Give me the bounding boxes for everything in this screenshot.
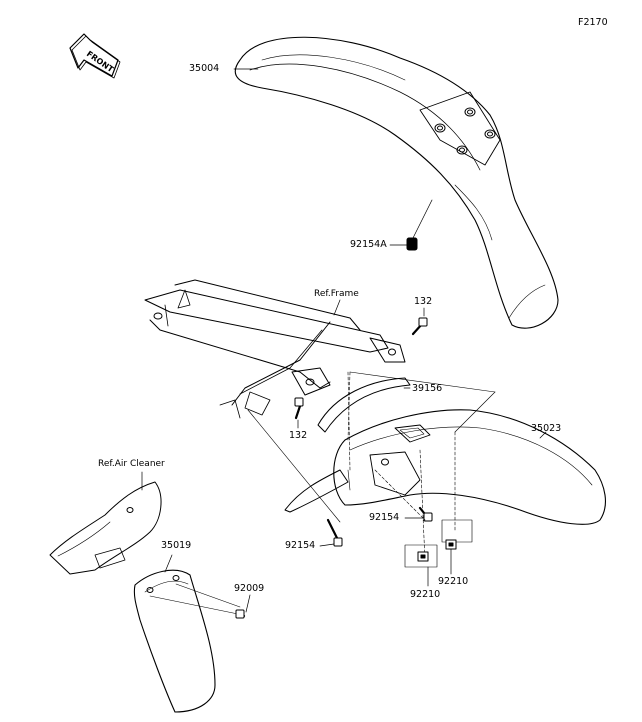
- callout-92210-right: 92210: [438, 576, 469, 587]
- callout-132-bottom: 132: [289, 430, 308, 441]
- callout-132-top: 132: [414, 296, 433, 307]
- strip-39156: [317, 377, 411, 433]
- front-direction-arrow-icon: FRONT: [69, 33, 121, 79]
- callout-35019: 35019: [161, 540, 192, 551]
- callout-ref-air-cleaner: Ref.Air Cleaner: [98, 459, 165, 469]
- bolt-132-bottom-icon: [294, 397, 304, 429]
- bolt-92154-right-icon: [404, 506, 433, 522]
- diagram-id-code: F2170: [578, 17, 608, 28]
- callout-92154a: 92154A: [350, 239, 387, 250]
- callout-92154-right: 92154: [369, 512, 400, 523]
- front-fender-35004: [234, 36, 559, 329]
- callout-92210-left: 92210: [410, 589, 441, 600]
- bolt-132-top-icon: [411, 307, 428, 336]
- assembly-solid-lines: [247, 371, 496, 523]
- bolt-92009-icon: [149, 583, 251, 619]
- frame-subframe: [144, 279, 406, 419]
- mudflap-35019: [133, 554, 216, 713]
- grommet-92154a-icon: [389, 199, 433, 251]
- rear-fender-35023: [284, 409, 606, 525]
- nut-92210-left-icon: [404, 544, 438, 587]
- callout-35004: 35004: [189, 63, 220, 74]
- callout-92154-left: 92154: [285, 540, 316, 551]
- callout-ref-frame: Ref.Frame: [314, 289, 359, 299]
- air-cleaner-housing: [49, 471, 162, 575]
- callout-92009: 92009: [234, 583, 265, 594]
- callout-39156: 39156: [412, 383, 443, 394]
- nut-92210-right-icon: [441, 519, 473, 575]
- bolt-92154-left-icon: [319, 518, 343, 547]
- assembly-guide-lines: [347, 371, 456, 561]
- callout-35023: 35023: [531, 423, 562, 434]
